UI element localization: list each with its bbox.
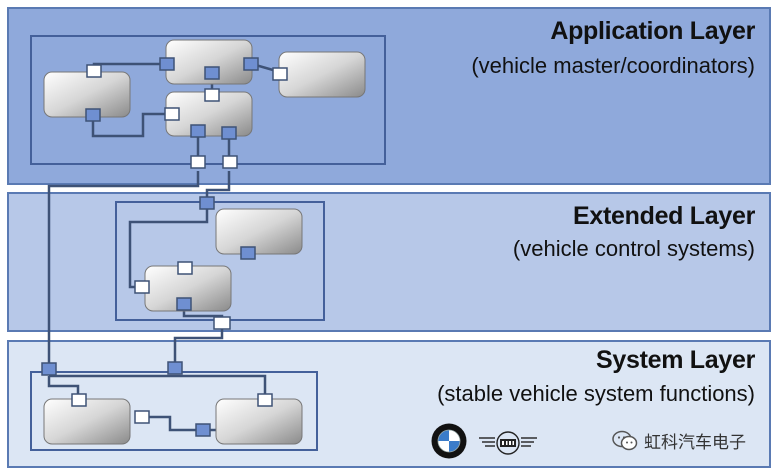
port-open xyxy=(134,410,150,424)
port-open xyxy=(257,393,273,407)
port-filled xyxy=(167,361,183,375)
port-filled xyxy=(190,124,206,138)
port-open xyxy=(272,67,288,81)
port-open xyxy=(164,107,180,121)
port-filled xyxy=(221,126,237,140)
port-filled xyxy=(176,297,192,311)
port-open xyxy=(190,155,206,169)
wechat-icon xyxy=(612,430,638,450)
port-open xyxy=(222,155,238,169)
application-layer-subtitle: (vehicle master/coordinators) xyxy=(471,53,755,78)
port-filled xyxy=(41,362,57,376)
system-layer: System Layer (stable vehicle system func… xyxy=(7,340,771,468)
port-filled xyxy=(240,246,256,260)
port-open xyxy=(86,64,102,78)
extended-layer: Extended Layer (vehicle control systems) xyxy=(7,192,771,332)
port-filled xyxy=(195,423,211,437)
watermark-text: 虹科汽车电子 xyxy=(644,433,746,453)
system-layer-subtitle: (stable vehicle system functions) xyxy=(437,381,755,406)
port-filled xyxy=(243,57,259,71)
port-filled xyxy=(85,108,101,122)
mini-logo xyxy=(479,431,537,455)
port-filled xyxy=(204,66,220,80)
port-filled xyxy=(159,57,175,71)
extended-layer-title: Extended Layer xyxy=(573,202,755,230)
port-filled xyxy=(199,196,215,210)
ext-component-top xyxy=(215,208,303,255)
port-open xyxy=(177,261,193,275)
port-open xyxy=(71,393,87,407)
application-layer-title: Application Layer xyxy=(550,17,755,45)
port-open xyxy=(213,316,231,330)
application-cluster xyxy=(30,35,386,165)
sys-component-left xyxy=(43,398,131,445)
system-layer-title: System Layer xyxy=(596,346,755,374)
port-open xyxy=(134,280,150,294)
watermark: 虹科汽车电子 xyxy=(612,428,746,453)
extended-layer-subtitle: (vehicle control systems) xyxy=(512,236,755,261)
port-open xyxy=(204,88,220,102)
bmw-logo xyxy=(431,423,467,459)
app-component-right xyxy=(278,51,366,98)
